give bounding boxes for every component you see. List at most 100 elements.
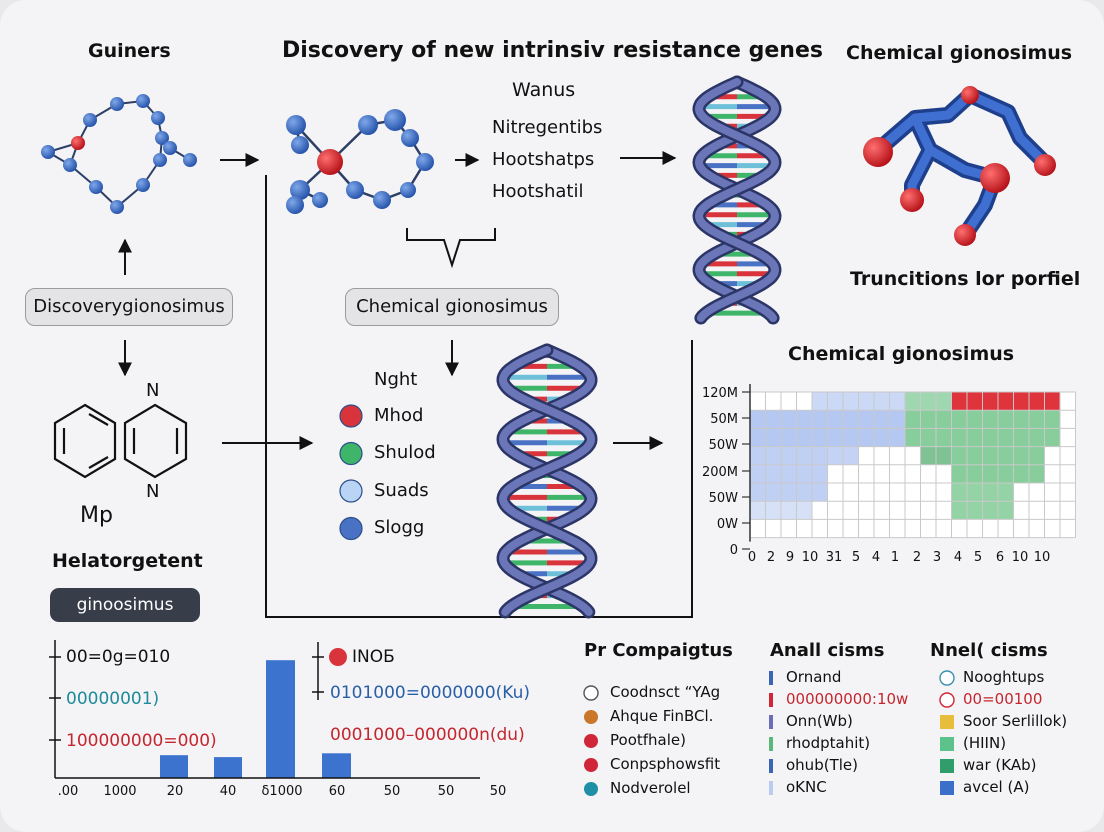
dna-helix-bottom-icon xyxy=(496,343,598,619)
bar-x-tick: 50 xyxy=(490,784,507,799)
bar xyxy=(214,757,242,778)
pill-chemical: Chemical gionosimus xyxy=(345,288,559,326)
table-row-label: Ornand xyxy=(786,668,842,686)
bar-annotation: 00000001) xyxy=(66,689,160,709)
legend-title: Nght xyxy=(374,369,418,390)
table-swatch-icon xyxy=(769,781,773,795)
table-row-label: Onn(Wb) xyxy=(786,712,853,730)
table-swatch-icon xyxy=(769,715,773,729)
bar xyxy=(160,755,188,778)
heatmap-cell xyxy=(750,446,828,502)
table-swatch-icon xyxy=(940,737,954,751)
table-row-label: Nooghtups xyxy=(963,668,1045,686)
bar-annotation: INOБ xyxy=(352,647,395,667)
bar-annotation: 0001000–000000n(du) xyxy=(330,725,525,745)
table-row-label: avcel (A) xyxy=(963,778,1030,796)
legend-swatches xyxy=(339,404,363,541)
table-row-label: (HIIN) xyxy=(963,734,1007,752)
heatmap-y-tick: 120M xyxy=(702,386,738,401)
bar-x-tick: 50 xyxy=(438,784,455,799)
table-row-label: oKNC xyxy=(786,778,827,796)
heatmap-x-tick: 5 xyxy=(974,550,982,565)
heatmap-x-tick: 4 xyxy=(872,550,880,565)
dna-strand xyxy=(694,78,780,322)
heatmap-x-tick: 31 xyxy=(826,550,843,565)
pill-discovery: Discoverygionosimus xyxy=(25,288,233,326)
dna-helix-top-icon xyxy=(692,75,782,325)
heatmap-title: Chemical gionosimus xyxy=(788,343,1015,365)
heatmap-x-tick: 1 xyxy=(891,550,899,565)
heatmap-x-tick: 2 xyxy=(767,550,775,565)
table-row-label: 00=00100 xyxy=(963,690,1043,708)
label-truncitions: Truncitions lor porfiel xyxy=(850,268,1081,290)
heatmap-x-tick: 9 xyxy=(786,550,794,565)
bar xyxy=(266,660,295,778)
table-swatch-icon xyxy=(584,734,598,748)
table-row-label: war (KAb) xyxy=(963,756,1037,774)
legend-item: Mhod xyxy=(374,405,424,426)
heatmap-y-tick: 0 xyxy=(730,543,738,558)
wanus-title: Wanus xyxy=(512,79,576,101)
heatmap-y-tick: 50M xyxy=(710,412,738,427)
table-row-label: 000000000:10w xyxy=(786,690,909,708)
table-swatch-icon xyxy=(940,781,954,795)
table-swatch-icon xyxy=(769,737,773,751)
molecule-3d-icon xyxy=(863,86,1056,246)
table-row-label: ohub(Tle) xyxy=(786,756,858,774)
wanus-item: Hootshatil xyxy=(492,181,584,202)
molecule-cluster-icon xyxy=(286,109,434,214)
label-chem-top: Chemical gionosimus xyxy=(846,42,1073,64)
table-swatch-icon xyxy=(939,692,955,708)
wanus-item: Nitregentibs xyxy=(492,117,603,138)
bar-x-tick: 60 xyxy=(329,784,346,799)
heatmap-x-tick: 5 xyxy=(852,550,860,565)
table-swatch-icon xyxy=(939,670,955,686)
bar-x-tick: 1000 xyxy=(103,784,136,799)
legend-dot-icon xyxy=(339,479,363,503)
dna-strand xyxy=(694,78,780,322)
legend-item: Suads xyxy=(374,480,429,501)
table-swatch-icon xyxy=(584,758,598,772)
legend-item: Shulod xyxy=(374,442,436,463)
legend-dot-icon xyxy=(339,441,363,466)
table-row-label: Soor Serlillok) xyxy=(963,712,1068,730)
benzene-ring-icon xyxy=(53,403,117,479)
bar-annotation: 100000000=000) xyxy=(66,731,217,751)
table-col2-header: Anall cisms xyxy=(770,640,885,661)
legend-dot-icon xyxy=(339,404,363,428)
heatmap-x-tick: 2 xyxy=(913,550,921,565)
table-swatch-icon xyxy=(769,671,773,685)
heatmap-y-tick: 50W xyxy=(709,438,739,453)
heatmap-x-tick: 10 xyxy=(802,550,819,565)
table-row-label: Ahque FinBCl. xyxy=(610,707,714,725)
dna-strand xyxy=(498,346,596,616)
label-guiners: Guiners xyxy=(88,40,171,62)
table-row-label: Nodverolel xyxy=(610,779,691,797)
heatmap-x-tick: 4 xyxy=(954,550,962,565)
label-n-top: N xyxy=(146,380,160,401)
heatmap-cell xyxy=(951,392,1060,411)
table-swatches xyxy=(583,670,955,796)
heatmap-y-tick: 50W xyxy=(709,491,739,506)
wanus-item: Hootshatps xyxy=(492,149,595,170)
page-title: Discovery of new intrinsiv resistance ge… xyxy=(282,38,823,63)
bar-annotation: 0101000=0000000(Ku) xyxy=(330,683,531,703)
heatmap-x-tick: 10 xyxy=(1034,550,1051,565)
heatmap-cell xyxy=(905,392,952,411)
table-swatch-icon xyxy=(584,710,598,724)
heatmap-y-tick: 200M xyxy=(702,465,738,480)
heatmap-x-tick: 10 xyxy=(1012,550,1029,565)
bar-annotation: 00=0g=010 xyxy=(66,647,171,667)
legend-item: Slogg xyxy=(374,517,425,538)
table-col1-header: Pr Compaigtus xyxy=(584,640,733,661)
table-swatch-icon xyxy=(769,693,773,707)
pyridine-ring-icon xyxy=(123,403,188,479)
molecule-ring-icon xyxy=(41,94,197,214)
bar xyxy=(322,753,351,778)
label-mp: Mp xyxy=(80,503,113,528)
table-col3-header: Nnel( cisms xyxy=(930,640,1048,661)
